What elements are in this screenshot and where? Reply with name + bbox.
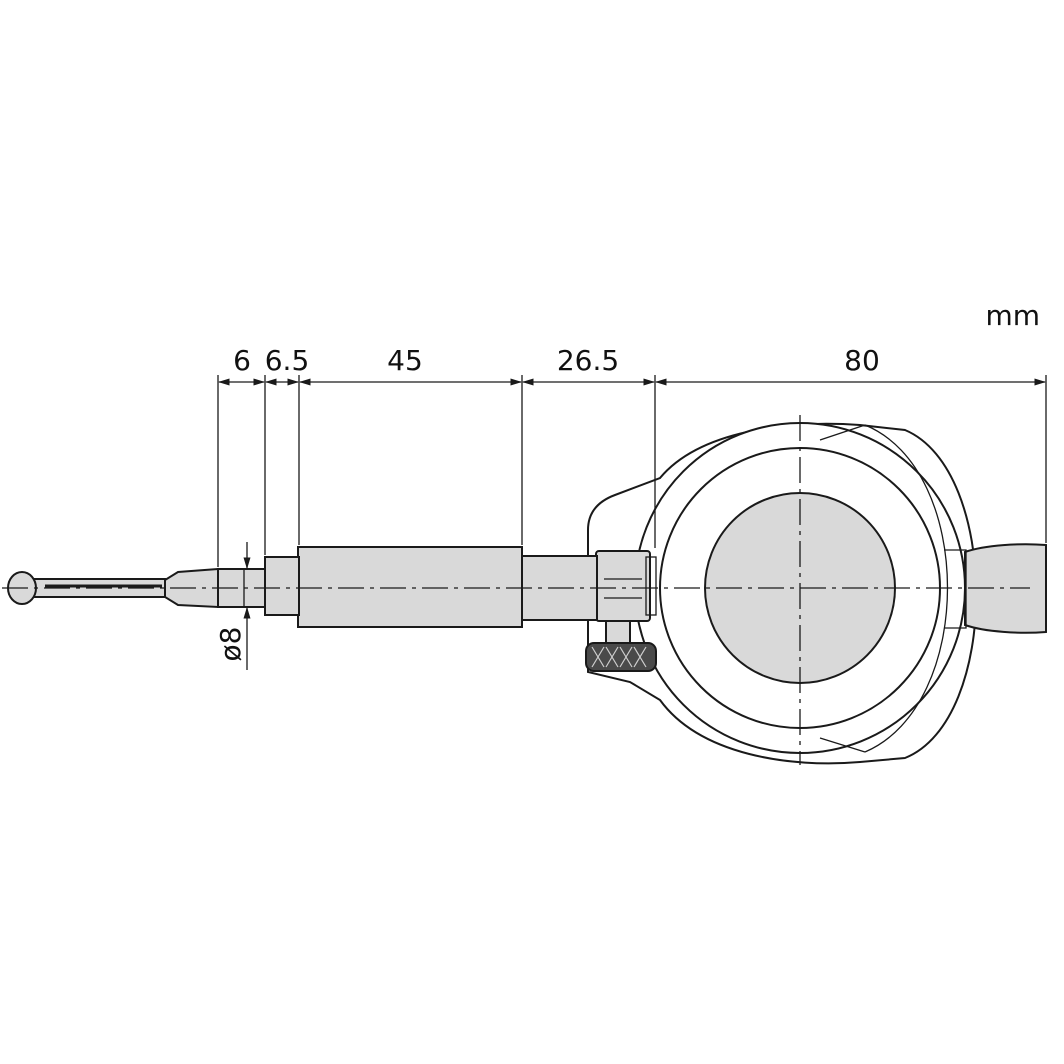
bezel-lip-top [819, 424, 866, 441]
extension-lines [217, 375, 1047, 567]
dim-label-dial: 80 [844, 344, 880, 377]
bezel-lip-bottom [819, 737, 866, 753]
collar [264, 556, 300, 616]
dim-label-sleeve: 45 [387, 344, 423, 377]
dim-label-neck: 26.5 [557, 344, 619, 377]
units-label: mm [985, 299, 1040, 332]
dial-cap [964, 543, 1047, 634]
diameter-label: ø8 [214, 627, 247, 662]
knurl-pattern [591, 646, 647, 668]
dim-label-tip: 6 [233, 344, 251, 377]
dial-housing [587, 422, 1047, 765]
gauge-stem [7, 546, 598, 628]
clamp-block-front [645, 556, 657, 616]
dial-cap-edge [944, 549, 967, 629]
sleeve [297, 546, 523, 628]
dim-label-collar: 6.5 [265, 344, 310, 377]
clamp-assembly [585, 550, 657, 672]
clamp-block [595, 550, 651, 622]
knurled-nut [585, 642, 657, 672]
diameter-callout: ø8 [214, 542, 254, 670]
